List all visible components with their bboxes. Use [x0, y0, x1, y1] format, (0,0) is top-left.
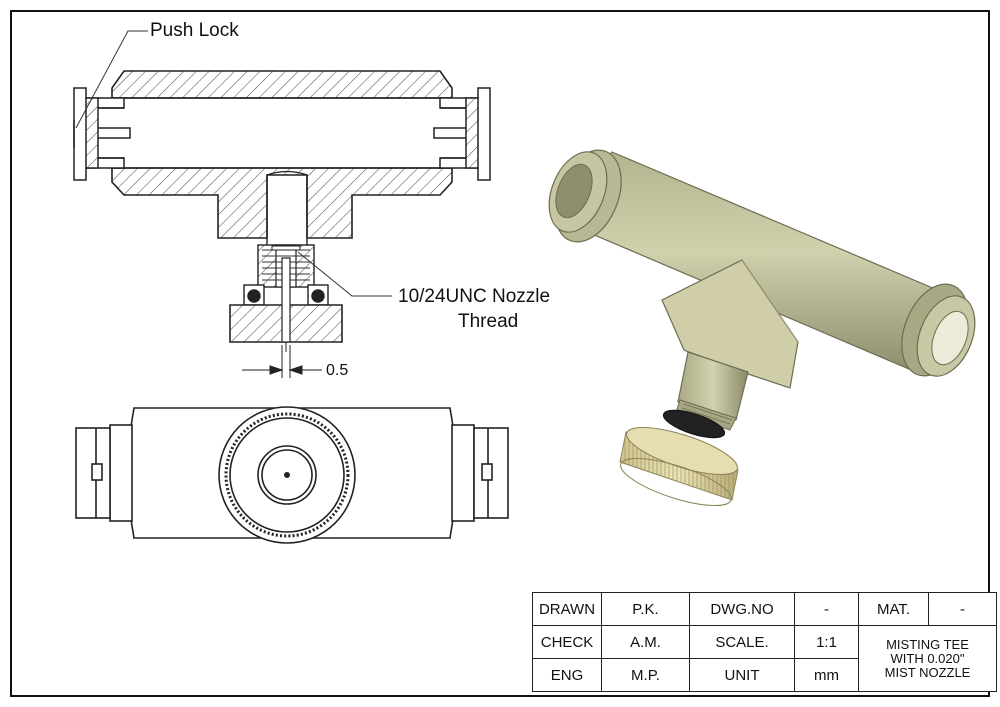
scale-label: SCALE.	[689, 625, 795, 659]
unit-value: mm	[794, 658, 859, 692]
left-push-lock	[73, 87, 131, 181]
right-push-lock	[433, 87, 491, 181]
scale-value: 1:1	[794, 625, 859, 659]
bottom-view	[75, 406, 509, 544]
title-block: DRAWN P.K. DWG.NO - MAT. - CHECK A.M. SC…	[532, 592, 997, 692]
nozzle-orifice	[283, 471, 290, 478]
eng-label: ENG	[532, 658, 602, 692]
description-line-1: MISTING TEE	[886, 636, 969, 652]
eng-value: M.P.	[601, 658, 690, 692]
vertical-bore	[266, 175, 308, 245]
o-rings	[243, 284, 329, 306]
render-knob	[619, 426, 739, 507]
nozzle-thread-label-line2: Thread	[458, 311, 519, 332]
dwg-no-label: DWG.NO	[689, 592, 795, 626]
section-view	[73, 30, 491, 378]
drawn-label: DRAWN	[532, 592, 602, 626]
orifice-dimension	[242, 345, 322, 378]
mat-value: -	[928, 592, 997, 626]
stem	[677, 351, 749, 421]
top-wall-section	[111, 70, 453, 99]
dwg-no-value: -	[794, 592, 859, 626]
description-line-3: MIST NOZZLE	[884, 664, 971, 680]
check-value: A.M.	[601, 625, 690, 659]
push-lock-label: Push Lock	[150, 20, 239, 41]
unit-label: UNIT	[689, 658, 795, 692]
description-line-2: WITH 0.020"	[890, 650, 965, 666]
push-lock-leader	[75, 30, 148, 129]
bottom-wall-section	[111, 167, 453, 239]
dimension-label: 0.5	[326, 362, 349, 379]
part-description: MISTING TEE WITH 0.020" MIST NOZZLE	[858, 625, 997, 692]
check-label: CHECK	[532, 625, 602, 659]
nozzle-thread-label-line1: 10/24UNC Nozzle	[398, 286, 551, 307]
nozzle-thread-leader	[297, 251, 392, 297]
mat-label: MAT.	[858, 592, 929, 626]
isometric-render	[548, 149, 976, 507]
drawn-value: P.K.	[601, 592, 690, 626]
nozzle-face-circle	[257, 445, 317, 505]
